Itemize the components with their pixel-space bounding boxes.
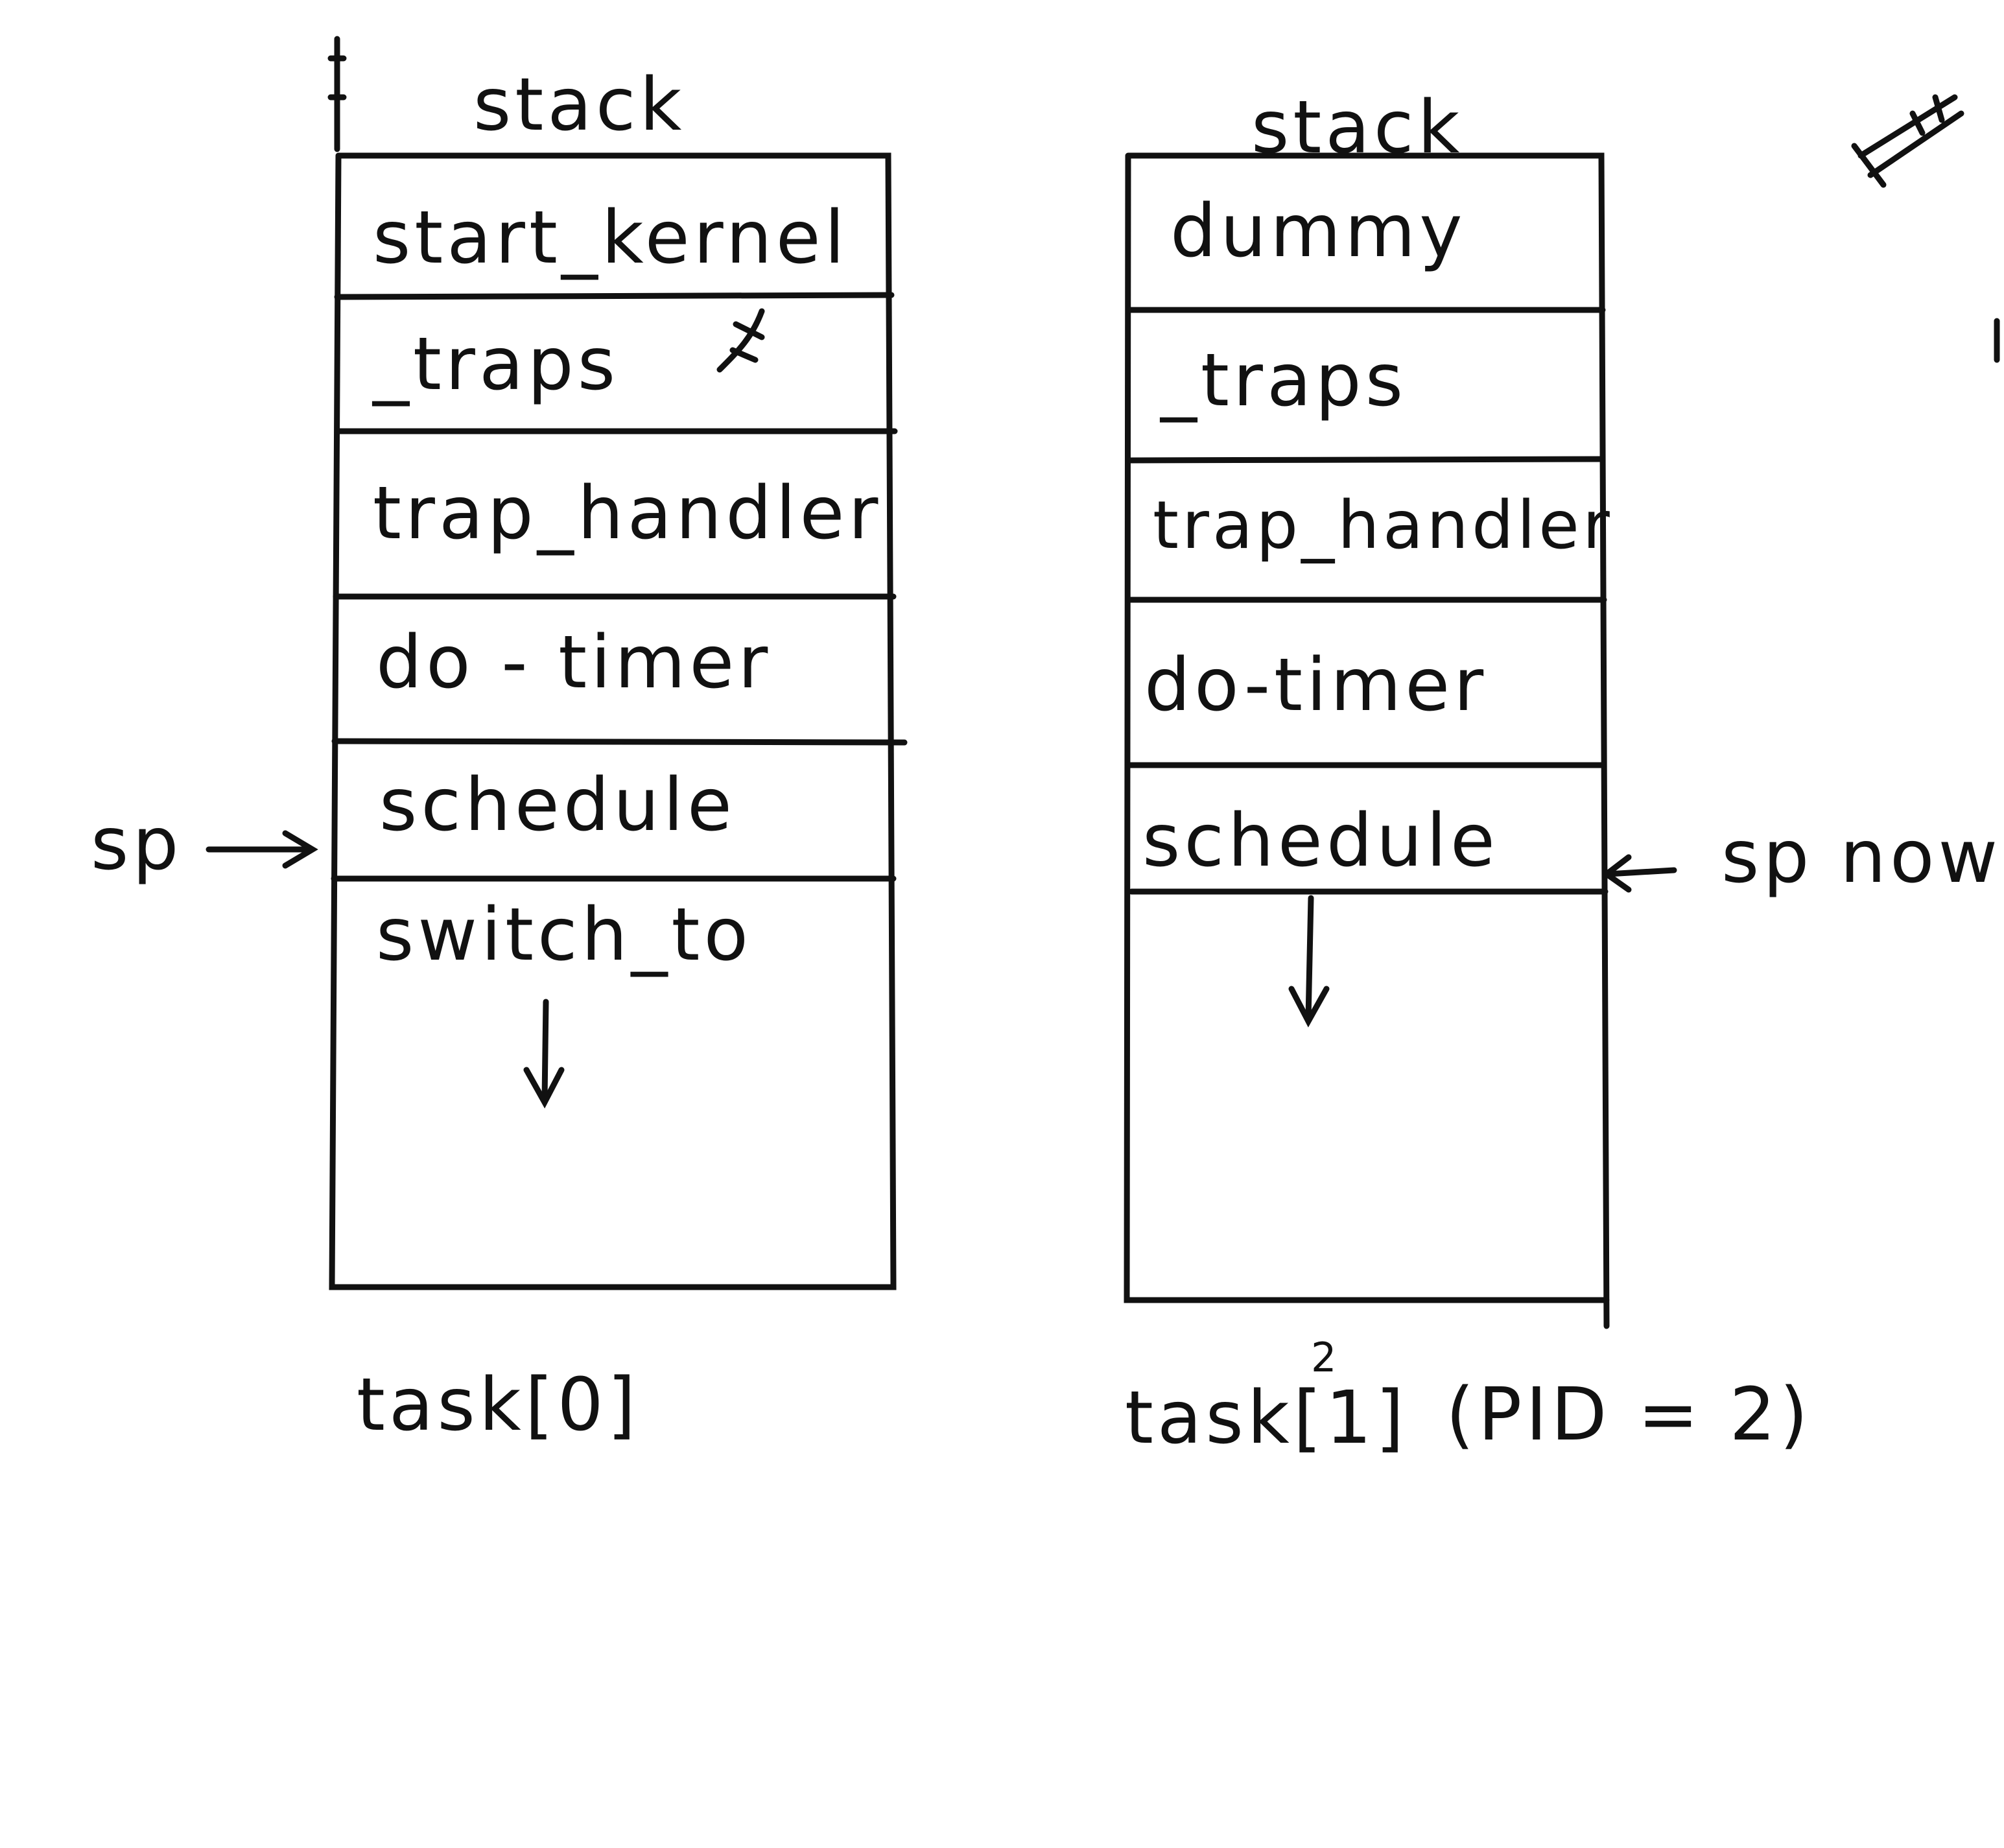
left-stack-caption: task[0]: [357, 1363, 639, 1447]
corner-scribble-mark: [1851, 94, 1964, 188]
left-frame-trap-handler: trap_handler: [373, 471, 882, 556]
right-stack-frame: [1124, 152, 1610, 1329]
left-frame-start-kernel: start_kernel: [373, 196, 849, 280]
right-stack: stack dummy _traps trap_handler do-timer…: [1124, 86, 2001, 1460]
left-divider-4: [331, 738, 908, 746]
left-scribble-mark: [716, 308, 765, 373]
left-stack-header: stack: [473, 63, 685, 147]
arrow-left-icon: [1601, 854, 1677, 893]
right-sp-label: sp now: [1721, 815, 2001, 899]
left-frame-traps: _traps: [371, 322, 619, 407]
left-top-tick-mark: [327, 36, 347, 152]
right-frame-schedule: schedule: [1142, 799, 1499, 883]
right-frame-traps: _traps: [1159, 338, 1407, 423]
left-divider-1: [334, 292, 895, 300]
arrow-down-icon: [1288, 895, 1330, 1028]
left-stack-frame: [329, 152, 897, 1290]
arrow-right-icon: [206, 830, 318, 869]
left-frame-do-timer: do - timer: [376, 621, 772, 705]
left-stack: stack start_kernel _traps trap_handler d…: [91, 63, 908, 1447]
right-caption-correction: 2: [1311, 1334, 1336, 1381]
right-frame-do-timer: do-timer: [1144, 643, 1487, 728]
right-caption-note: (PID = 2): [1446, 1373, 1812, 1457]
left-sp-label: sp: [91, 802, 182, 886]
arrow-down-icon: [523, 999, 565, 1109]
left-frame-schedule: schedule: [379, 763, 736, 847]
right-frame-dummy: dummy: [1170, 189, 1467, 274]
right-frame-trap-handler: trap_handler: [1153, 487, 1613, 564]
left-frame-switch-to: switch_to: [376, 893, 752, 977]
right-stack-caption: task[1]: [1125, 1376, 1408, 1460]
right-divider-2: [1126, 456, 1606, 464]
